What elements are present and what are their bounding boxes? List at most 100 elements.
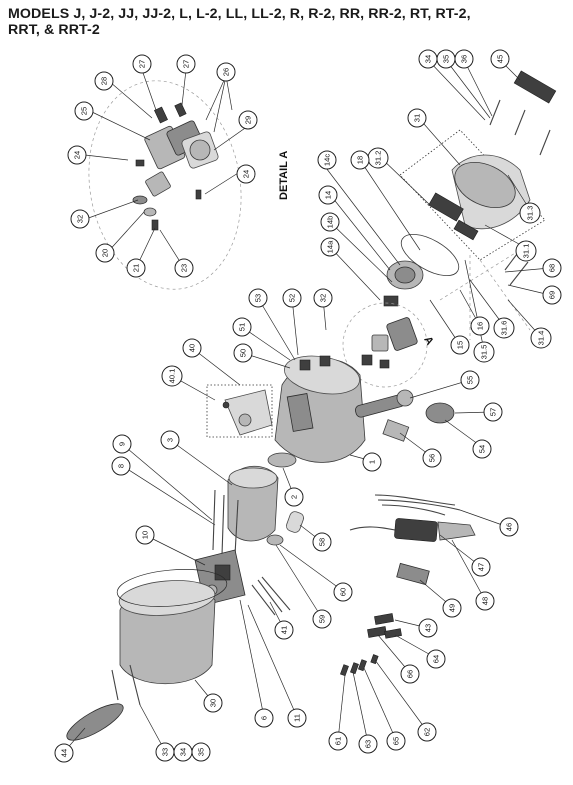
callout-3: 3 — [160, 430, 180, 450]
callout-31-5: 31.5 — [473, 341, 495, 363]
callout-62: 62 — [417, 722, 437, 742]
svg-text:57: 57 — [489, 408, 498, 416]
stator — [212, 465, 279, 556]
callout-57: 57 — [483, 402, 503, 422]
junction-box-cover — [399, 70, 557, 340]
svg-text:35: 35 — [197, 748, 206, 756]
svg-text:69: 69 — [548, 291, 557, 299]
callout-31-3: 31.3 — [519, 202, 541, 224]
svg-text:25: 25 — [80, 107, 89, 115]
svg-text:41: 41 — [280, 626, 289, 634]
svg-text:31.6: 31.6 — [500, 321, 509, 336]
svg-text:24: 24 — [242, 170, 251, 178]
callout-34: 34 — [418, 49, 438, 69]
svg-text:8: 8 — [117, 464, 126, 468]
callout-53: 53 — [248, 288, 268, 308]
callout-65: 65 — [386, 731, 406, 751]
callout-14c: 14c — [317, 150, 337, 170]
callout-56: 56 — [422, 448, 442, 468]
callout-14a: 14a — [320, 237, 340, 257]
svg-text:62: 62 — [423, 728, 432, 736]
svg-text:24: 24 — [73, 151, 82, 159]
svg-text:64: 64 — [432, 655, 441, 663]
callout-35: 35 — [436, 49, 456, 69]
callout-24: 24 — [67, 145, 87, 165]
callout-69: 69 — [542, 285, 562, 305]
svg-text:14a: 14a — [326, 240, 335, 253]
capacitor — [286, 511, 304, 533]
chain-coupling — [355, 389, 455, 442]
svg-text:50: 50 — [239, 349, 248, 357]
svg-text:29: 29 — [244, 116, 253, 124]
callout-48: 48 — [475, 591, 495, 611]
callout-64: 64 — [426, 649, 446, 669]
callout-54: 54 — [472, 439, 492, 459]
callout-31-6: 31.6 — [493, 317, 515, 339]
svg-text:43: 43 — [424, 624, 433, 632]
svg-text:27: 27 — [182, 60, 191, 68]
svg-text:34: 34 — [179, 748, 188, 756]
callout-20: 20 — [95, 243, 115, 263]
power-cord — [349, 494, 476, 586]
callout-14b: 14b — [320, 212, 340, 232]
svg-text:14: 14 — [324, 191, 333, 199]
svg-text:46: 46 — [505, 523, 514, 531]
switch-assembly — [383, 260, 424, 307]
section-a-label: A — [421, 334, 435, 347]
callout-40: 40 — [182, 338, 202, 358]
callout-15: 15 — [450, 335, 470, 355]
svg-text:49: 49 — [448, 604, 457, 612]
callout-11: 11 — [287, 708, 307, 728]
svg-text:47: 47 — [477, 563, 486, 571]
callout-31: 31 — [407, 108, 427, 128]
title-line-1: MODELS J, J-2, JJ, JJ-2, L, L-2, LL, LL-… — [8, 6, 471, 22]
svg-text:32: 32 — [76, 215, 85, 223]
svg-text:6: 6 — [260, 716, 269, 720]
wire-harness — [251, 576, 291, 616]
detail-a-assembly — [132, 102, 219, 231]
svg-text:11: 11 — [293, 714, 302, 722]
callout-49: 49 — [442, 598, 462, 618]
callout-31-1: 31.1 — [515, 240, 537, 262]
callout-43: 43 — [418, 618, 438, 638]
callout-8: 8 — [111, 456, 131, 476]
svg-text:63: 63 — [364, 740, 373, 748]
svg-text:58: 58 — [318, 538, 327, 546]
svg-text:33: 33 — [161, 748, 170, 756]
svg-text:9: 9 — [118, 442, 127, 446]
svg-text:32: 32 — [319, 294, 328, 302]
svg-text:23: 23 — [180, 264, 189, 272]
bracket-assembly — [222, 389, 273, 436]
callout-34: 34 — [173, 742, 193, 762]
svg-text:44: 44 — [60, 749, 69, 757]
callout-68: 68 — [542, 258, 562, 278]
callout-66: 66 — [400, 664, 420, 684]
label-plates — [340, 613, 402, 677]
callout-61: 61 — [328, 731, 348, 751]
callout-2: 2 — [284, 487, 304, 507]
svg-text:31.5: 31.5 — [480, 345, 489, 360]
callout-36: 36 — [454, 49, 474, 69]
callout-51: 51 — [232, 317, 252, 337]
svg-text:30: 30 — [209, 699, 218, 707]
callout-27: 27 — [176, 54, 196, 74]
svg-text:31.4: 31.4 — [537, 331, 546, 346]
svg-text:40: 40 — [188, 344, 197, 352]
capacitor-cap — [266, 534, 284, 546]
callout-33: 33 — [155, 742, 175, 762]
page-title: MODELS J, J-2, JJ, JJ-2, L, L-2, LL, LL-… — [8, 6, 548, 38]
callout-44: 44 — [54, 743, 74, 763]
svg-text:66: 66 — [406, 670, 415, 678]
svg-text:45: 45 — [496, 55, 505, 63]
callout-16: 16 — [470, 316, 490, 336]
svg-text:31.2: 31.2 — [374, 151, 383, 166]
callout-45: 45 — [490, 49, 510, 69]
svg-text:40.1: 40.1 — [168, 369, 177, 384]
callout-9: 9 — [112, 434, 132, 454]
svg-text:59: 59 — [318, 615, 327, 623]
callout-40-1: 40.1 — [161, 365, 183, 387]
svg-text:3: 3 — [166, 438, 175, 442]
callout-35: 35 — [191, 742, 211, 762]
svg-text:68: 68 — [548, 264, 557, 272]
svg-text:21: 21 — [132, 264, 141, 272]
